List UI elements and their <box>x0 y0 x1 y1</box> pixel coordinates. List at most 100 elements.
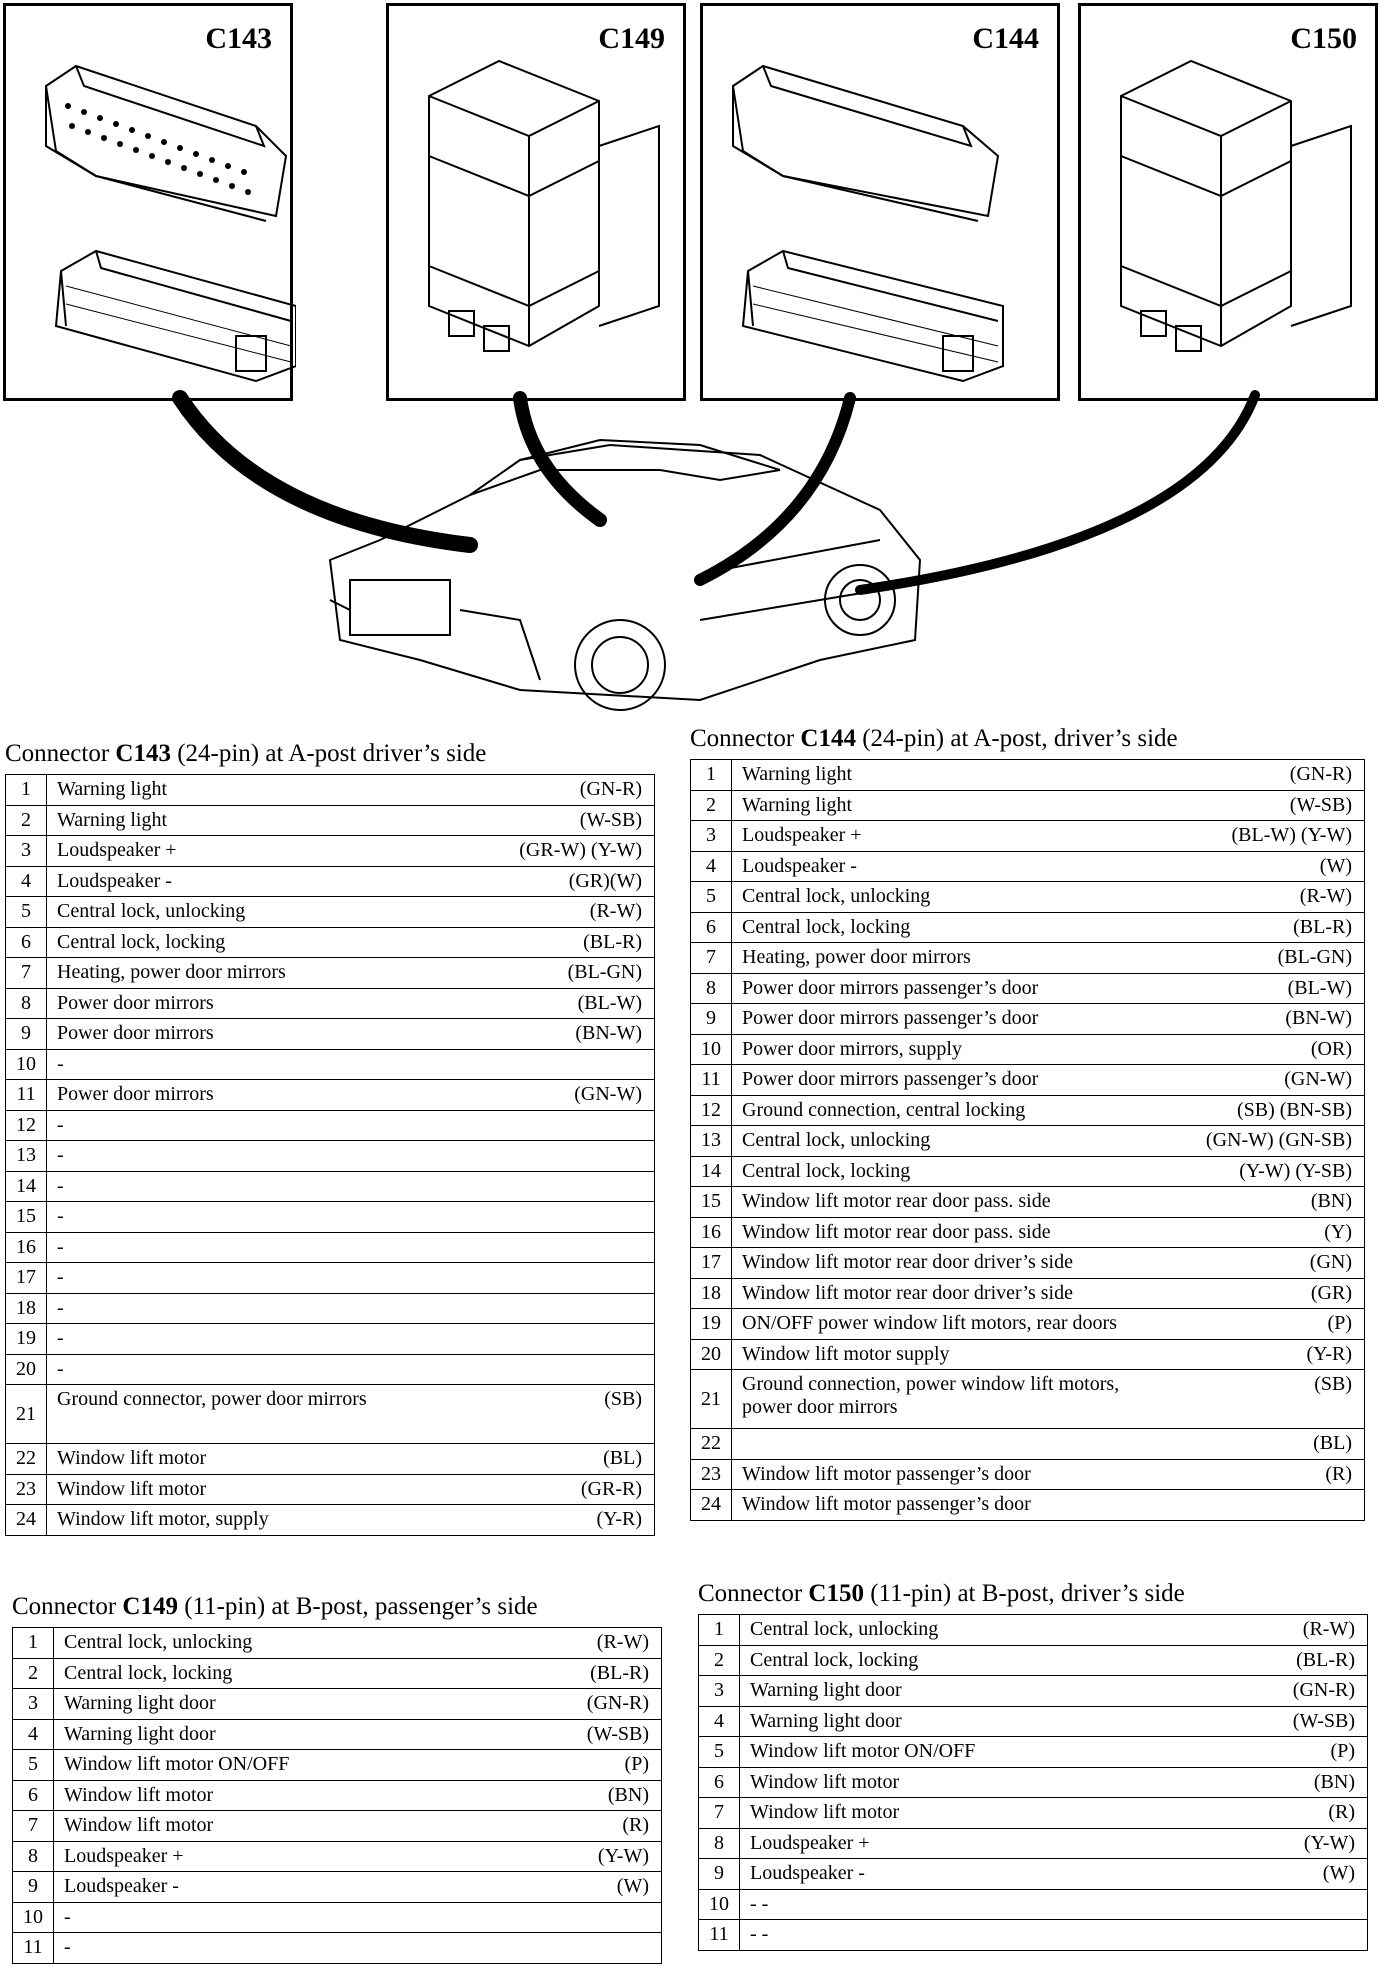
pin-cell: Loudspeaker +(Y-W) <box>739 1827 1368 1859</box>
pin-number: 20 <box>690 1338 732 1370</box>
pin-description: ON/OFF power window lift motors, rear do… <box>742 1312 1117 1334</box>
table-heading: Connector C150 (11-pin) at B-post, drive… <box>698 1580 1185 1607</box>
pin-cell: Warning light door(W-SB) <box>53 1718 662 1750</box>
table-row: 20- <box>5 1353 655 1385</box>
pin-description: Power door mirrors passenger’s door <box>742 1068 1039 1090</box>
pin-description: Window lift motor ON/OFF <box>64 1753 290 1775</box>
pin-description: Window lift motor passenger’s door <box>742 1462 1031 1485</box>
pin-number: 8 <box>690 972 732 1004</box>
pin-description: Window lift motor rear door pass. side <box>742 1220 1051 1243</box>
pin-description: - <box>57 1052 64 1075</box>
pin-cell: Ground connector, power door mirrors(SB) <box>46 1384 655 1444</box>
wire-color-code: (GN) <box>1309 1251 1352 1273</box>
wire-color-code: (BL-W) (Y-W) <box>1231 824 1353 846</box>
pin-cell: Warning light(GN-R) <box>46 774 655 806</box>
pin-number: 2 <box>12 1657 54 1689</box>
pin-cell: Warning light(W-SB) <box>731 789 1365 821</box>
wire-color-code: (Y-R) <box>596 1508 642 1530</box>
pin-number: 12 <box>690 1094 732 1126</box>
pin-number: 4 <box>698 1705 740 1737</box>
pin-number: 13 <box>5 1140 47 1172</box>
wire-color-code: (BN-W) <box>575 1022 642 1044</box>
table-row: 10- <box>12 1901 662 1933</box>
pin-number: 16 <box>690 1216 732 1248</box>
pin-cell: - <box>46 1353 655 1385</box>
wire-color-code: (R) <box>1328 1801 1355 1823</box>
pin-description: - <box>64 1905 71 1928</box>
pin-cell: Window lift motor(R) <box>53 1810 662 1842</box>
wire-color-code: (GN-W) (GN-SB) <box>1205 1129 1352 1151</box>
pin-description: Ground connection, central locking <box>742 1098 1026 1121</box>
pin-cell: Central lock, unlocking(R-W) <box>46 896 655 928</box>
connector-11pin-drawing <box>1120 59 1352 352</box>
wire-color-code: (W) <box>616 1875 649 1897</box>
pin-cell: Window lift motor(GR-R) <box>46 1473 655 1505</box>
table-row: 11- - <box>698 1919 1368 1951</box>
wire-color-code: (BL-GN) <box>1277 946 1352 968</box>
pin-description: Loudspeaker + <box>57 839 177 861</box>
wire-color-code: (OR) <box>1310 1037 1352 1060</box>
pin-cell: Heating, power door mirrors(BL-GN) <box>731 942 1365 974</box>
pin-description: Loudspeaker - <box>57 869 172 892</box>
pin-number: 9 <box>12 1871 54 1903</box>
pin-number: 10 <box>698 1888 740 1920</box>
pin-cell: Window lift motor (R) <box>739 1797 1368 1829</box>
pin-cell: Window lift motor, supply(Y-R) <box>46 1504 655 1536</box>
car-illustration <box>172 390 1260 711</box>
pin-description: Warning light <box>57 808 168 831</box>
wire-color-code: (Y-W) (Y-SB) <box>1239 1159 1352 1182</box>
pin-description: Window lift motor rear door driver’s sid… <box>742 1251 1073 1273</box>
pin-description: Warning light door <box>64 1722 216 1745</box>
pin-number: 7 <box>690 942 732 974</box>
pin-cell: Power door mirrors passenger’s door(BL-W… <box>731 972 1365 1004</box>
pin-number: 4 <box>690 850 732 882</box>
pin-description: Warning light <box>57 778 168 800</box>
pin-number: 9 <box>698 1858 740 1890</box>
pin-number: 2 <box>690 789 732 821</box>
wire-color-code: (W) <box>1322 1862 1355 1884</box>
pin-number: 11 <box>690 1064 732 1096</box>
panel-title: C149 <box>598 22 665 55</box>
pin-cell: Power door mirrors, supply(OR) <box>731 1033 1365 1065</box>
pin-description: - <box>57 1327 64 1349</box>
pin-number: 20 <box>5 1353 47 1385</box>
pin-number: 6 <box>5 926 47 958</box>
pin-number: 5 <box>698 1736 740 1768</box>
pin-cell: - <box>46 1262 655 1294</box>
pin-description: Power door mirrors <box>57 1083 214 1105</box>
pin-description: Window lift motor <box>750 1801 900 1823</box>
pin-cell: Window lift motor passenger’s door <box>731 1489 1365 1521</box>
pin-description: Power door mirrors <box>57 991 214 1014</box>
pin-number: 7 <box>12 1810 54 1842</box>
pin-number: 24 <box>5 1504 47 1536</box>
pin-number: 6 <box>698 1766 740 1798</box>
pin-cell: Loudspeaker -(GR)(W) <box>46 865 655 897</box>
pin-description: - - <box>750 1892 769 1915</box>
pin-description: Loudspeaker + <box>742 824 862 846</box>
table-row: 13- <box>5 1140 655 1172</box>
wire-color-code: (BL-R) <box>1293 915 1352 938</box>
table-row: 16- <box>5 1231 655 1263</box>
pin-number: 8 <box>12 1840 54 1872</box>
pin-number: 16 <box>5 1231 47 1263</box>
pin-cell: Heating, power door mirrors(BL-GN) <box>46 957 655 989</box>
pin-cell: - <box>53 1901 662 1933</box>
pin-description: Loudspeaker + <box>750 1831 870 1854</box>
pin-description: Central lock, locking <box>64 1661 233 1684</box>
pin-description: Central lock, unlocking <box>64 1631 253 1653</box>
pin-cell: Ground connection, power window lift mot… <box>731 1369 1365 1429</box>
pin-number: 10 <box>5 1048 47 1080</box>
pin-description: Warning light door <box>750 1709 902 1732</box>
wire-color-code: (GR) <box>1310 1281 1352 1304</box>
wire-color-code: (SB) <box>1314 1373 1352 1395</box>
